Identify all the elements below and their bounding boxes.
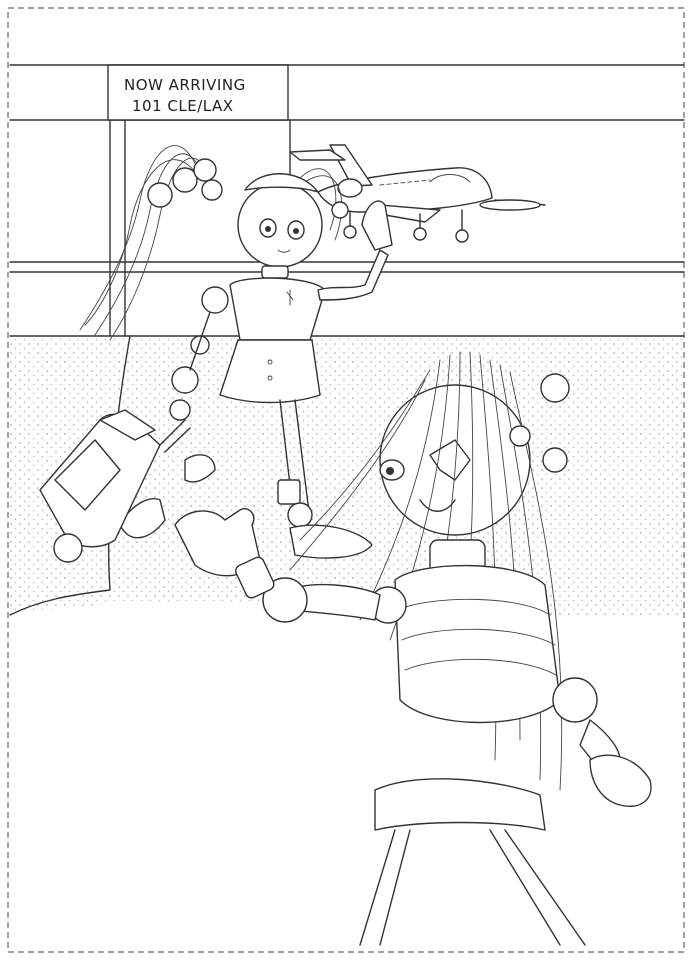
suitcase — [39, 409, 191, 563]
sign-line-1: NOW ARRIVING — [124, 76, 246, 94]
airplane — [289, 144, 546, 243]
arrivals-sign: NOW ARRIVING 101 CLE/LAX — [107, 64, 289, 121]
sign-line-2: 101 CLE/LAX — [132, 97, 234, 115]
big-doll — [174, 351, 652, 946]
small-doll — [79, 145, 393, 559]
